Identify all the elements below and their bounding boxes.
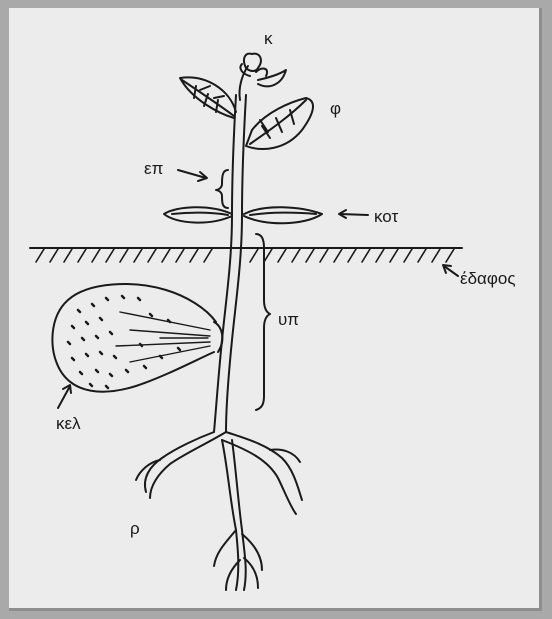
apical-bud (239, 54, 286, 100)
seed-shell (52, 284, 222, 392)
soil-line (30, 248, 462, 262)
label-cotyledons: κοτ (374, 207, 399, 226)
label-seed-shell: κελ (56, 414, 81, 433)
label-leaves: φ (330, 99, 341, 118)
stem (214, 95, 246, 432)
label-apex: κ (264, 29, 273, 48)
hypocotyl-bracket (256, 234, 270, 410)
leaf-right (246, 98, 313, 149)
roots (136, 432, 302, 590)
label-epicotyl: επ (144, 159, 163, 178)
label-soil: έδαφος (460, 269, 516, 288)
label-hypocotyl: υπ (278, 310, 299, 329)
arrows (58, 170, 458, 408)
leaf-left (180, 77, 236, 118)
label-roots: ρ (130, 519, 140, 538)
epicotyl-bracket (216, 170, 228, 208)
